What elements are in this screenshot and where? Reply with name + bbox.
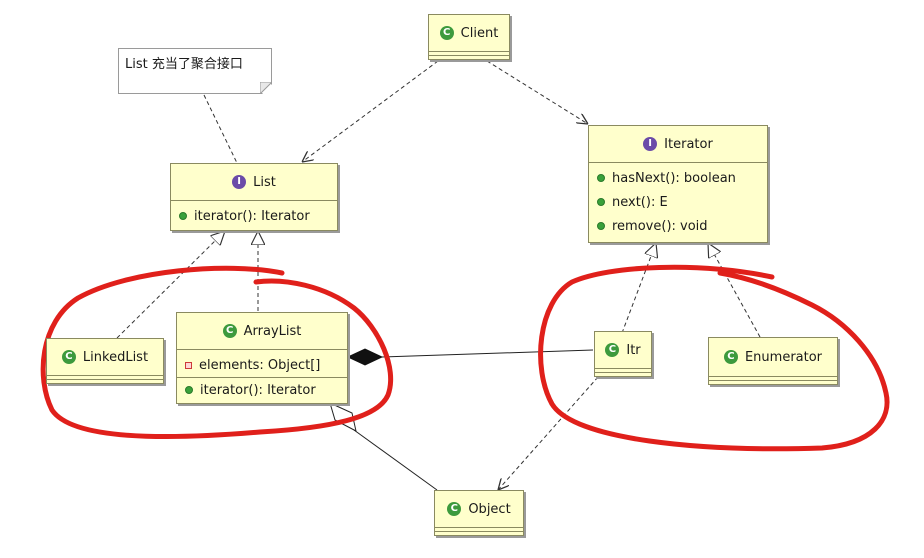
interface-name: Iterator <box>664 136 713 152</box>
itr-realizes-iterator <box>621 243 656 334</box>
field-signature: elements: Object[] <box>199 357 321 373</box>
class-linkedlist[interactable]: C LinkedList <box>46 338 164 384</box>
class-name: Client <box>460 25 499 41</box>
note-fold-corner <box>260 82 272 94</box>
class-name: Object <box>468 501 511 517</box>
method-item: hasNext(): boolean <box>589 166 767 190</box>
method-signature: iterator(): Iterator <box>194 208 310 224</box>
class-icon: C <box>439 26 454 40</box>
interface-name: List <box>253 174 276 190</box>
class-name: Itr <box>626 342 641 358</box>
public-method-icon <box>597 174 605 182</box>
enumerator-realizes-iterator <box>708 243 761 338</box>
highlight-circle-iterator <box>538 264 890 452</box>
method-signature: iterator(): Iterator <box>200 382 316 398</box>
field-item: elements: Object[] <box>177 353 347 377</box>
public-method-icon <box>597 198 605 206</box>
arraylist-object-aggregation-line <box>353 429 438 491</box>
method-item: iterator(): Iterator <box>177 378 347 402</box>
class-client[interactable]: C Client <box>428 14 510 60</box>
composition-diamond <box>346 348 384 366</box>
aggregation-diamond <box>329 402 357 432</box>
class-object[interactable]: C Object <box>434 490 524 536</box>
class-icon: C <box>447 502 462 516</box>
method-item: remove(): void <box>589 214 767 238</box>
client-to-iterator-dependency <box>486 60 588 124</box>
interface-icon: I <box>232 175 247 189</box>
method-item: next(): E <box>589 190 767 214</box>
public-method-icon <box>597 222 605 230</box>
interface-list[interactable]: I List iterator(): Iterator <box>170 163 338 231</box>
class-enumerator[interactable]: C Enumerator <box>708 337 838 385</box>
class-name: ArrayList <box>243 323 302 339</box>
method-signature: remove(): void <box>612 218 708 234</box>
class-icon: C <box>222 324 237 338</box>
method-signature: hasNext(): boolean <box>612 170 736 186</box>
class-icon: C <box>61 350 76 364</box>
public-method-icon <box>179 212 187 220</box>
class-icon: C <box>723 350 738 364</box>
client-to-list-dependency <box>302 60 439 162</box>
interface-icon: I <box>643 137 658 151</box>
note-box: List 充当了聚合接口 <box>118 48 272 94</box>
interface-iterator[interactable]: I Iterator hasNext(): boolean next(): E … <box>588 125 768 243</box>
class-icon: C <box>605 343 620 357</box>
method-item: iterator(): Iterator <box>171 204 337 228</box>
itr-arraylist-composition-line <box>381 349 594 358</box>
class-name: LinkedList <box>82 349 149 365</box>
class-itr[interactable]: C Itr <box>594 331 652 377</box>
note-text: List 充当了聚合接口 <box>125 57 243 72</box>
note-anchor-line <box>203 94 238 164</box>
linkedlist-realizes-list <box>116 231 225 339</box>
class-arraylist[interactable]: C ArrayList elements: Object[] iterator(… <box>176 312 348 404</box>
class-name: Enumerator <box>744 349 823 365</box>
public-method-icon <box>185 386 193 394</box>
method-signature: next(): E <box>612 194 668 210</box>
private-field-icon <box>185 361 192 369</box>
highlight-circle-aggregate <box>40 265 394 440</box>
